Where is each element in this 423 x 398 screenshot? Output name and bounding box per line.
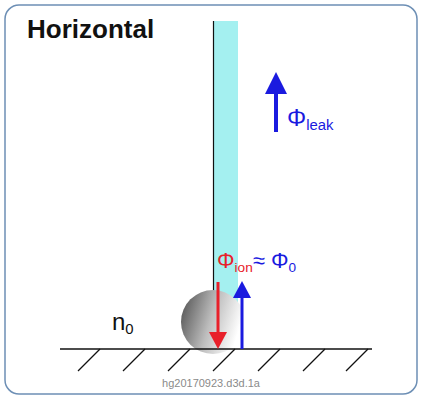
label-text: Φ (287, 104, 306, 131)
cyan-band (214, 21, 238, 333)
leak-flux-arrow (274, 92, 278, 132)
hatch-line (168, 349, 190, 371)
subscript: ion (235, 260, 253, 275)
arrowhead (233, 281, 251, 298)
hatch-line (258, 349, 280, 371)
return-flux-arrow (241, 296, 244, 349)
vertical-line (213, 21, 214, 300)
ion-flux-arrow (217, 282, 220, 334)
title: Horizontal (27, 16, 154, 42)
subscript: leak (306, 117, 333, 133)
hatch-line (346, 349, 368, 371)
arrowhead (265, 72, 287, 94)
label-text: n (112, 308, 125, 335)
label-text: hg20170923.d3d.1a (160, 377, 262, 389)
hatch-line (123, 349, 145, 371)
hatch-line (78, 349, 100, 371)
density-label: n0 (112, 310, 134, 334)
subscript: 0 (125, 321, 133, 337)
flux-label: Φion≈ Φ0 (217, 250, 296, 272)
hatch-line (213, 349, 235, 371)
watermark: hg20170923.d3d.1a (160, 378, 262, 389)
frame (5, 5, 417, 394)
flux-label: Φleak (287, 106, 333, 130)
subscript: 0 (289, 260, 297, 275)
ground-hatch (78, 349, 368, 371)
label-text: ≈ Φ (253, 248, 289, 273)
arrowhead (209, 332, 227, 349)
hatch-line (303, 349, 325, 371)
label-text: Φ (217, 248, 235, 273)
sphere (181, 290, 245, 354)
